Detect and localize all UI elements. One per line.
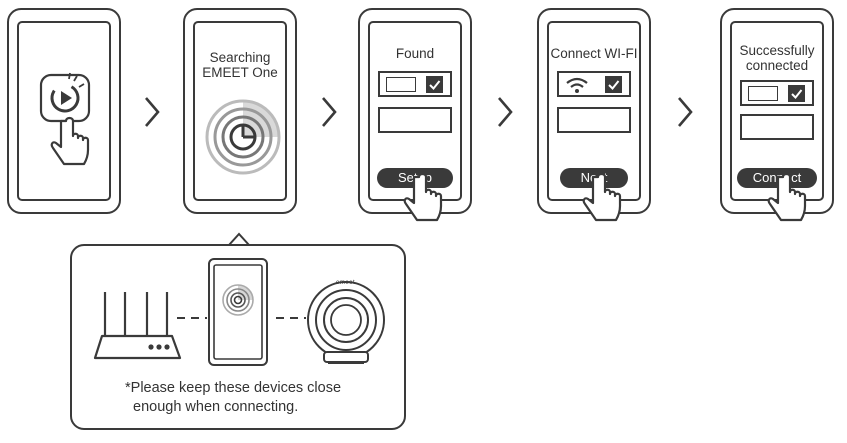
phone-screen	[17, 21, 111, 201]
phone-screen: Connect WI-FI Next	[547, 21, 641, 222]
device-brand-label: emeet	[336, 280, 356, 286]
webcam-icon	[307, 281, 385, 364]
tapping-hand-icon	[403, 172, 443, 222]
next-step-arrow-icon	[678, 97, 693, 127]
proximity-callout: emeet	[70, 244, 406, 430]
phone-screen: Successfully connected Connect	[730, 21, 824, 222]
tapping-hand-icon	[582, 172, 622, 222]
radar-icon	[205, 99, 281, 175]
router-icon	[93, 292, 182, 360]
dashed-connector	[276, 317, 306, 319]
password-field[interactable]	[557, 107, 631, 133]
next-step-arrow-icon	[322, 97, 337, 127]
device-placeholder	[748, 86, 778, 101]
wifi-network-row[interactable]	[557, 71, 631, 97]
next-step-arrow-icon	[498, 97, 513, 127]
phone-step-open-app	[7, 8, 121, 214]
phone-screen: Searching EMEET One	[193, 21, 287, 201]
phone-step-found: Found Setup	[358, 8, 472, 222]
phone-step-connected: Successfully connected Connect	[720, 8, 834, 222]
phone-screen: Found Setup	[368, 21, 462, 222]
phone-step-searching: Searching EMEET One	[183, 8, 297, 214]
checkbox-checked-icon[interactable]	[426, 76, 443, 93]
checkbox-checked-icon[interactable]	[788, 85, 805, 102]
phone-step-connect-wifi: Connect WI-FI Next	[537, 8, 651, 222]
step-title: Successfully connected	[739, 43, 815, 73]
next-step-arrow-icon	[145, 97, 160, 127]
phone-icon	[208, 258, 268, 366]
empty-field[interactable]	[740, 114, 814, 140]
checkbox-checked-icon[interactable]	[605, 76, 622, 93]
dashed-connector	[177, 317, 207, 319]
step-title: Searching EMEET One	[202, 50, 278, 80]
step-title: Found	[395, 46, 435, 61]
wifi-icon	[566, 77, 588, 93]
connected-device-row[interactable]	[740, 80, 814, 106]
app-icon[interactable]	[19, 23, 115, 203]
device-placeholder	[386, 77, 416, 92]
found-device-row[interactable]	[378, 71, 452, 97]
empty-field[interactable]	[378, 107, 452, 133]
tapping-hand-icon	[767, 172, 807, 222]
proximity-note: *Please keep these devices close enough …	[125, 380, 342, 415]
step-title: Connect WI-FI	[550, 46, 638, 61]
tapping-hand-icon	[50, 116, 90, 166]
